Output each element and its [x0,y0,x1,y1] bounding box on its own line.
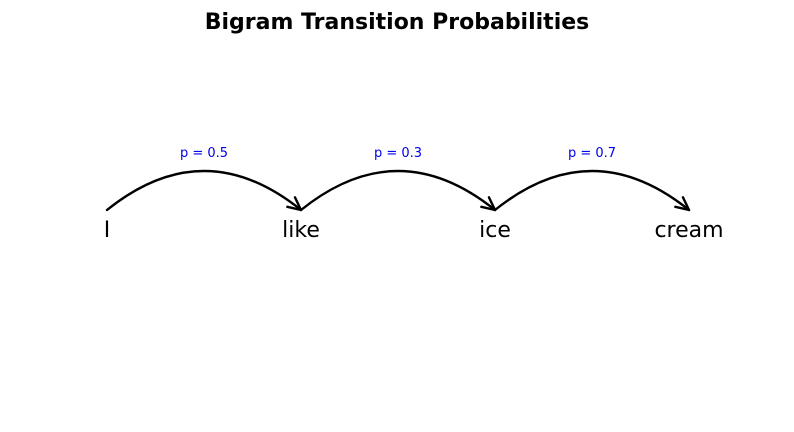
arrowhead-3 [674,196,691,212]
diagram-title: Bigram Transition Probabilities [205,10,590,35]
transition-arc-1 [105,169,303,212]
transition-labels: p = 0.5 p = 0.3 p = 0.7 [180,146,616,161]
token-i: I [104,218,111,243]
probability-label-3: p = 0.7 [568,146,616,161]
token-like: like [282,218,320,243]
probability-label-1: p = 0.5 [180,146,228,161]
token-cream: cream [654,218,723,243]
transition-arc-3 [493,169,691,212]
probability-label-2: p = 0.3 [374,146,422,161]
transition-arcs [105,169,691,212]
transition-arc-2 [299,169,497,212]
token-ice: ice [479,218,511,243]
